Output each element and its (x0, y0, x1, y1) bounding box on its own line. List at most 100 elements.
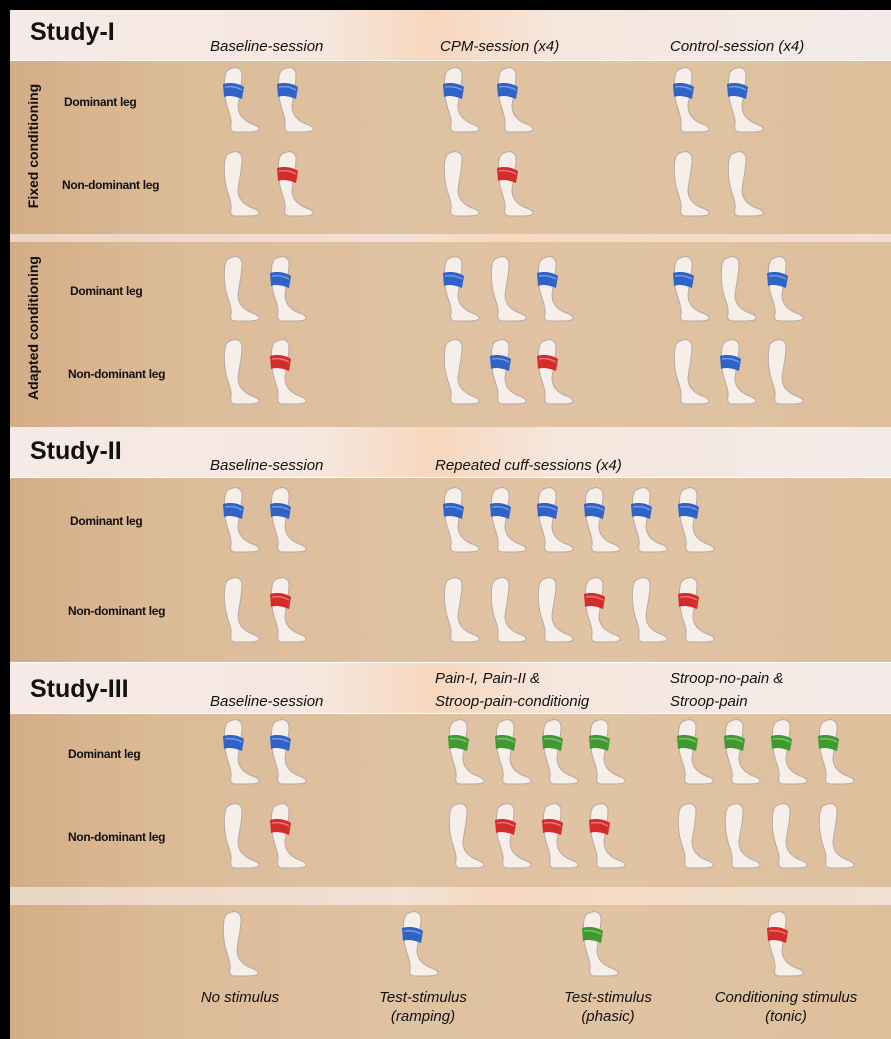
leg-outline (582, 911, 619, 977)
leg-outline (270, 719, 307, 785)
cuff-band (495, 735, 516, 751)
leg-outline (537, 339, 574, 405)
legend-ramping-line2: (ramping) (390, 1008, 456, 1025)
cuff-band (767, 272, 788, 288)
cuff-band (443, 83, 464, 99)
study1-adapted-nondominant-leg-none (218, 338, 264, 406)
study3-dominant-leg-phasic (672, 718, 718, 786)
leg-outline (678, 577, 715, 643)
legend-tonic-leg-icon (762, 910, 808, 978)
leg-outline (818, 803, 855, 869)
leg-outline (589, 719, 626, 785)
study1-header-band (10, 10, 891, 60)
study3-nondominant-leg-none (719, 802, 765, 870)
study2-session-repeated: Repeated cuff-sessions (x4) (435, 457, 622, 474)
leg-outline (448, 719, 485, 785)
study1-adapted-dominant-leg-ramping (668, 255, 714, 323)
cuff-band (277, 167, 298, 183)
study1-adapted-nondominant-label: Non-dominant leg (68, 367, 166, 381)
study1-adapted-label: Adapted conditioning (25, 256, 41, 400)
legend-separator (10, 887, 891, 905)
study1-adapted-nondominant-leg-tonic (265, 338, 311, 406)
study2-nondominant-label: Non-dominant leg (68, 604, 166, 618)
study2-dominant-leg-ramping (218, 486, 264, 554)
leg-outline (631, 487, 668, 553)
cuff-band (223, 503, 244, 519)
cuff-band (443, 503, 464, 519)
cuff-band (673, 272, 694, 288)
leg-outline (270, 577, 307, 643)
cuff-band (677, 735, 698, 751)
study2-nondominant-leg-none (532, 576, 578, 644)
study2-dominant-leg-ramping (673, 486, 719, 554)
cuff-band (402, 927, 423, 943)
leg-outline (223, 151, 260, 217)
study1-fixed-dominant-leg-ramping (492, 66, 538, 134)
study1-adapted-dominant-leg-ramping (532, 255, 578, 323)
leg-outline (767, 339, 804, 405)
leg-outline (678, 487, 715, 553)
study1-fixed-dominant-leg-ramping (272, 66, 318, 134)
leg-outline (443, 67, 480, 133)
leg-outline (771, 719, 808, 785)
leg-outline (542, 803, 579, 869)
leg-outline (584, 577, 621, 643)
leg-outline (720, 339, 757, 405)
leg-outline (537, 577, 574, 643)
cuff-band (542, 819, 563, 835)
study2-nondominant-leg-none (485, 576, 531, 644)
legend-phasic-leg-icon (577, 910, 623, 978)
study3-nondominant-leg-tonic (490, 802, 536, 870)
study3-nondominant-label: Non-dominant leg (68, 830, 166, 844)
leg-outline (277, 67, 314, 133)
study1-adapted-nondominant-leg-none (438, 338, 484, 406)
study3-nondominant-leg-none (443, 802, 489, 870)
cuff-band (678, 503, 699, 519)
leg-outline (771, 803, 808, 869)
cuff-band (443, 272, 464, 288)
study1-title: Study-I (30, 18, 115, 46)
cuff-band (720, 355, 741, 371)
cuff-band (631, 503, 652, 519)
study1-fixed-dominant-leg-ramping (438, 66, 484, 134)
leg-outline (448, 803, 485, 869)
study1-separator (10, 234, 891, 242)
cuff-band (542, 735, 563, 751)
study3-dominant-leg-phasic (584, 718, 630, 786)
leg-outline (495, 719, 532, 785)
study3-nondominant-leg-none (766, 802, 812, 870)
cuff-band (490, 503, 511, 519)
leg-outline (818, 719, 855, 785)
study2-dominant-label: Dominant leg (70, 514, 143, 528)
study1-fixed-nondominant-leg-none (218, 150, 264, 218)
cuff-band (724, 735, 745, 751)
legend-none-leg-icon (217, 910, 263, 978)
study3-dominant-leg-ramping (265, 718, 311, 786)
leg-outline (724, 803, 761, 869)
study3-session-baseline: Baseline-session (210, 693, 324, 710)
legend-tonic-line2: (tonic) (765, 1008, 807, 1025)
leg-outline (631, 577, 668, 643)
legend-ramping-leg-icon (397, 910, 443, 978)
cuff-band (270, 819, 291, 835)
study3-title: Study-III (30, 675, 129, 703)
leg-outline (443, 151, 480, 217)
leg-outline (673, 256, 710, 322)
legend-none-line1: No stimulus (200, 989, 280, 1006)
study2-nondominant-leg-none (218, 576, 264, 644)
study2-dominant-leg-ramping (265, 486, 311, 554)
study3-dominant-leg-phasic (490, 718, 536, 786)
cuff-band (270, 593, 291, 609)
leg-outline (497, 151, 534, 217)
study3-nondominant-leg-tonic (537, 802, 583, 870)
study1-fixed-label: Fixed conditioning (25, 83, 41, 209)
leg-outline (443, 487, 480, 553)
study2-header-band (10, 427, 891, 477)
cuff-band (678, 593, 699, 609)
leg-outline (677, 803, 714, 869)
study2-dominant-leg-ramping (438, 486, 484, 554)
leg-outline (223, 339, 260, 405)
study3-nondominant-leg-none (218, 802, 264, 870)
study3-dominant-leg-phasic (537, 718, 583, 786)
